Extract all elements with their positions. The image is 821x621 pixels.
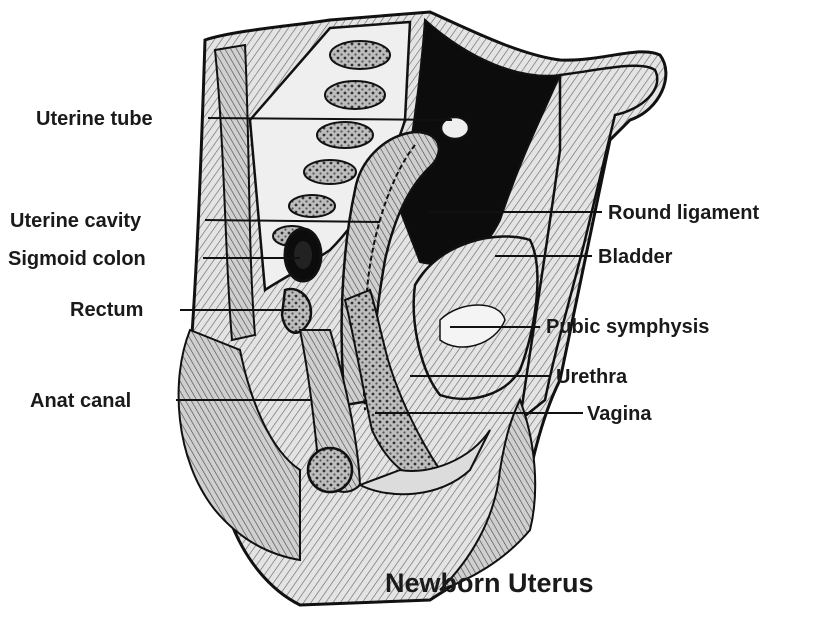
label-vagina: Vagina xyxy=(587,403,652,425)
label-rectum: Rectum xyxy=(70,299,143,321)
label-bladder: Bladder xyxy=(598,246,673,268)
label-urethra: Urethra xyxy=(556,366,628,388)
label-anat-canal: Anat canal xyxy=(30,390,131,412)
label-sigmoid-colon: Sigmoid colon xyxy=(8,248,146,270)
label-pubic-symphysis: Pubic symphysis xyxy=(546,316,709,338)
label-uterine-tube: Uterine tube xyxy=(36,108,153,130)
pelvis-illustration xyxy=(179,12,666,605)
figure-title: Newborn Uterus xyxy=(385,568,594,598)
anal-opening xyxy=(308,448,352,492)
label-round-ligament: Round ligament xyxy=(608,202,759,224)
label-uterine-cavity: Uterine cavity xyxy=(10,210,142,232)
